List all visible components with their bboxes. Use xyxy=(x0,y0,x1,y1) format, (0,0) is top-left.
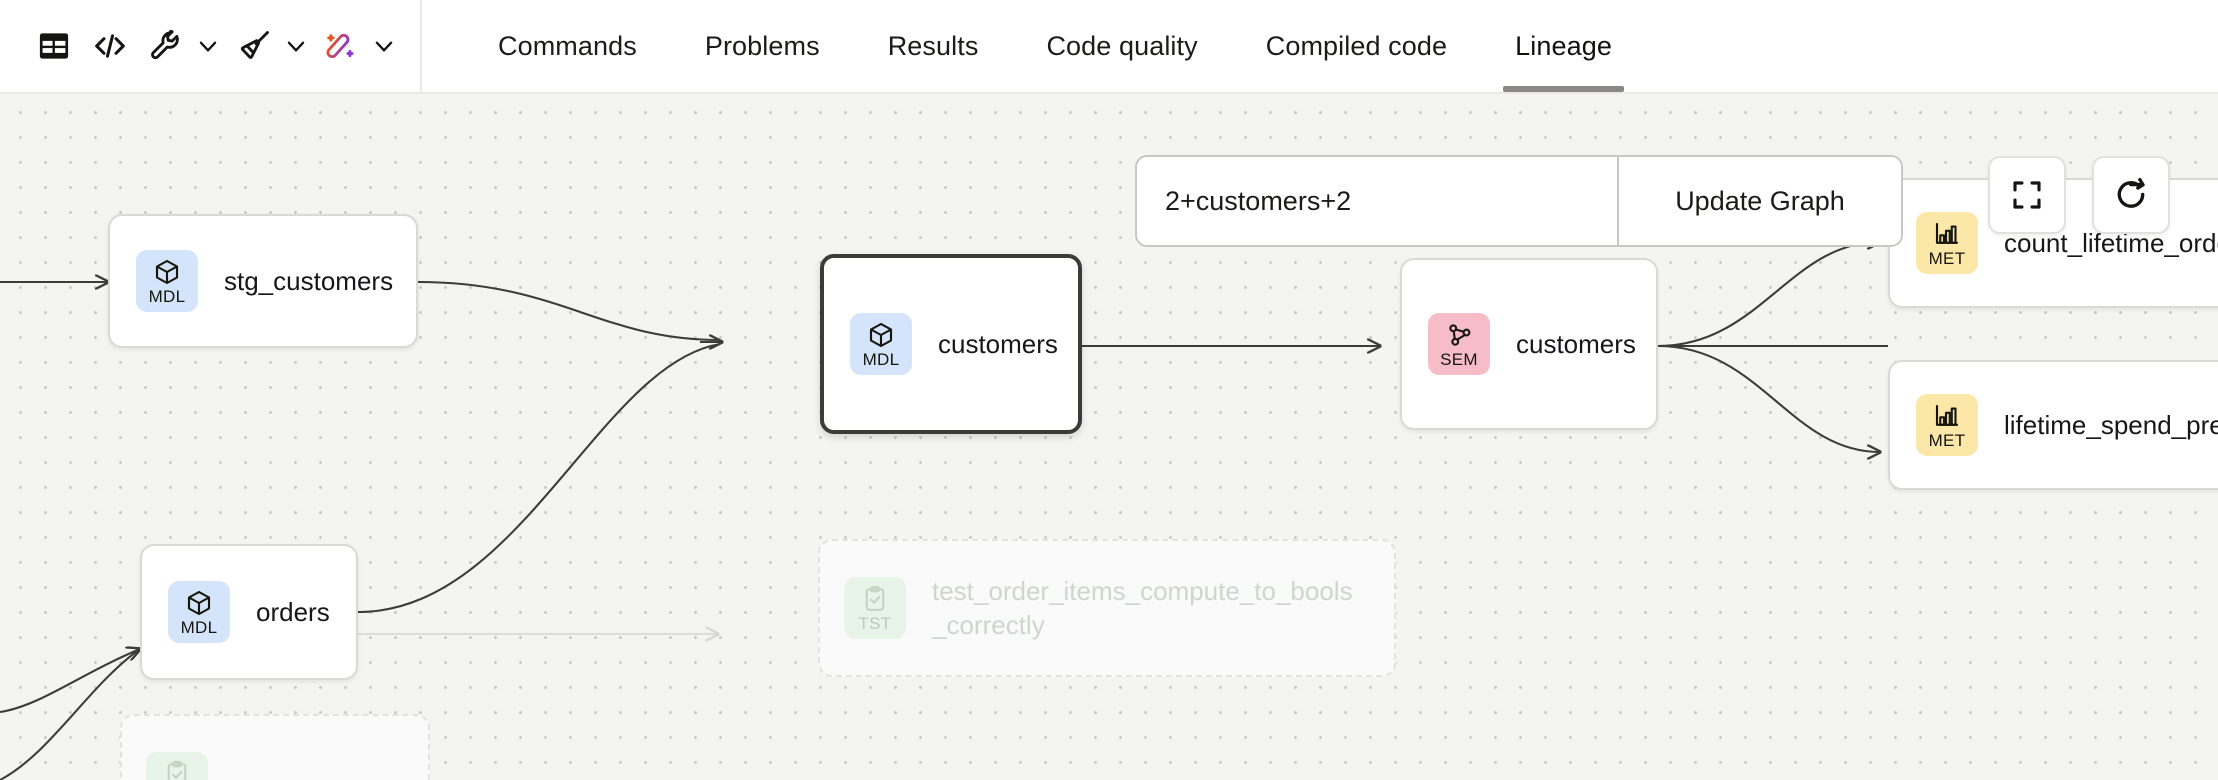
toolbar-icon-group xyxy=(0,0,420,92)
badge-tst: TST xyxy=(146,752,208,780)
badge-mdl: MDL xyxy=(136,250,198,312)
graph-search-bar: Update Graph xyxy=(1135,155,1903,247)
search-input[interactable] xyxy=(1137,157,1617,245)
badge-mdl: MDL xyxy=(850,313,912,375)
edge-in-orders-a xyxy=(0,649,140,714)
node-orders[interactable]: MDL orders xyxy=(140,544,358,680)
tab-compiled-code[interactable]: Compiled code xyxy=(1232,0,1481,92)
edge-sem-to-lifetime-spend-pretax xyxy=(1657,344,1880,452)
badge-tst-label: TST xyxy=(858,614,892,633)
badge-mdl-label: MDL xyxy=(862,350,900,369)
fit-view-button[interactable] xyxy=(1988,156,2066,234)
tab-compiled-code-label: Compiled code xyxy=(1265,30,1448,61)
badge-sem: SEM xyxy=(1428,313,1490,375)
lineage-canvas[interactable]: MDL stg_customers MDL orders MDL custome… xyxy=(0,94,2218,780)
tab-results[interactable]: Results xyxy=(854,0,1013,92)
badge-mdl: MDL xyxy=(168,581,230,643)
node-title: orders xyxy=(256,596,330,627)
node-lifetime-spend-pretax[interactable]: MET lifetime_spend_pretax xyxy=(1888,360,2218,490)
tab-results-label: Results xyxy=(887,30,979,61)
magic-wand-icon[interactable] xyxy=(314,18,370,74)
badge-sem-label: SEM xyxy=(1440,350,1478,369)
edge-stg-to-customers xyxy=(417,280,721,342)
badge-tst: TST xyxy=(844,577,906,639)
node-stg-customers[interactable]: MDL stg_customers xyxy=(108,214,418,348)
node-title: test_order_items_compute_to_bools _corre… xyxy=(932,575,1353,640)
magic-wand-chevron-down-icon[interactable] xyxy=(366,22,402,70)
badge-met-label: MET xyxy=(1928,431,1966,450)
node-title: customers xyxy=(1516,328,1636,359)
tab-lineage[interactable]: Lineage xyxy=(1481,0,1646,92)
tab-problems[interactable]: Problems xyxy=(671,0,854,92)
node-test-order-items[interactable]: TST test_order_items_compute_to_bools _c… xyxy=(818,539,1396,677)
tab-commands-label: Commands xyxy=(498,30,637,61)
tab-lineage-label: Lineage xyxy=(1515,30,1612,61)
edge-sem-to-count-lifetime-orders xyxy=(1657,242,1880,348)
wrench-chevron-down-icon[interactable] xyxy=(190,22,226,70)
broom-chevron-down-icon[interactable] xyxy=(278,22,314,70)
refresh-button[interactable] xyxy=(2092,156,2170,234)
node-test-partial-bottom[interactable]: TST xyxy=(120,714,430,780)
node-customers-sem[interactable]: SEM customers xyxy=(1400,258,1658,430)
tab-bar: Commands Problems Results Code quality C… xyxy=(422,0,1646,92)
tab-commands[interactable]: Commands xyxy=(464,0,671,92)
badge-met: MET xyxy=(1916,212,1978,274)
code-icon[interactable] xyxy=(82,18,138,74)
node-title: stg_customers xyxy=(224,265,394,296)
edge-orders-to-customers xyxy=(357,342,721,614)
node-customers-mdl[interactable]: MDL customers xyxy=(820,254,1082,434)
edge-in-orders-b xyxy=(0,648,141,780)
broom-icon[interactable] xyxy=(226,18,282,74)
badge-mdl-label: MDL xyxy=(148,287,186,306)
badge-mdl-label: MDL xyxy=(180,618,218,637)
tab-problems-label: Problems xyxy=(704,30,820,61)
update-graph-button[interactable]: Update Graph xyxy=(1617,157,1901,245)
toolbar-divider xyxy=(420,0,422,92)
table-view-icon[interactable] xyxy=(26,18,82,74)
node-title: customers xyxy=(938,328,1058,359)
wrench-icon[interactable] xyxy=(138,18,194,74)
node-title: lifetime_spend_pretax xyxy=(2004,409,2218,440)
top-toolbar: Commands Problems Results Code quality C… xyxy=(0,0,2218,94)
tab-code-quality[interactable]: Code quality xyxy=(1012,0,1231,92)
badge-met: MET xyxy=(1916,394,1978,456)
tab-code-quality-label: Code quality xyxy=(1046,30,1198,61)
badge-met-label: MET xyxy=(1928,249,1966,268)
